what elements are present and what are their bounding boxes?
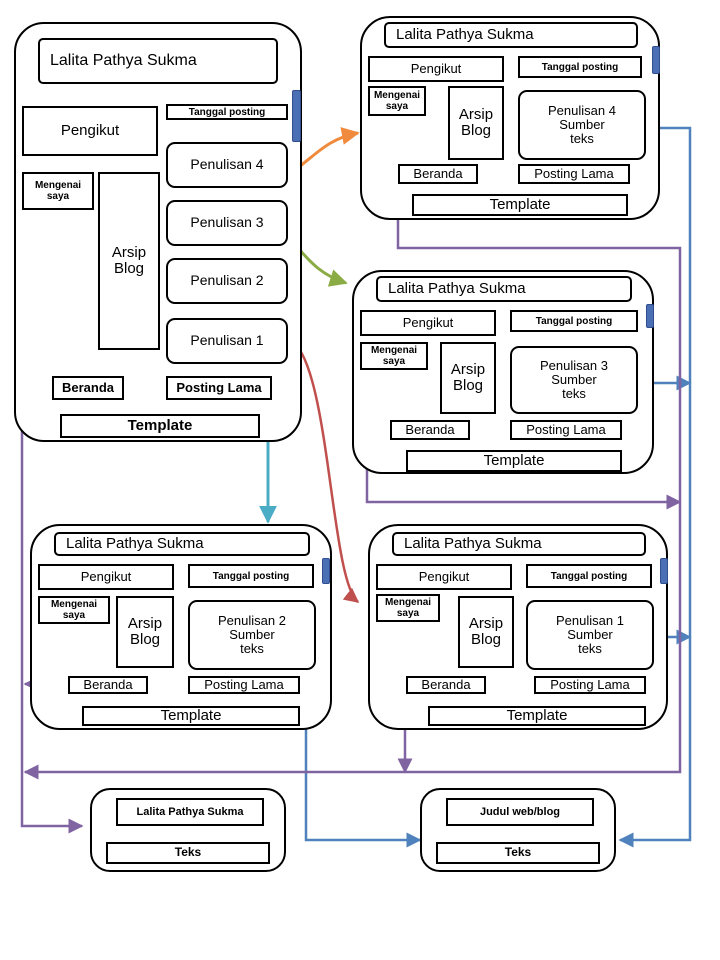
post-title: Penulisan 4 [548,102,616,118]
scrollbar[interactable] [652,46,660,74]
scrollbar[interactable] [292,90,301,142]
older-posts-button[interactable]: Posting Lama [510,420,622,440]
template-box: Template [406,450,622,472]
source-text: Sumber teks [559,116,605,147]
post-date-box: Tanggal posting [188,564,314,588]
home-page-text: Teks [106,842,270,864]
about-box: Mengenai saya [22,172,94,210]
about-box: Mengenai saya [360,342,428,370]
post-source-box[interactable]: Penulisan 4 Sumber teks [518,90,646,160]
post-4[interactable]: Penulisan 4 [166,142,288,188]
older-posts-button[interactable]: Posting Lama [518,164,630,184]
post-3[interactable]: Penulisan 3 [166,200,288,246]
post-2[interactable]: Penulisan 2 [166,258,288,304]
post-date-box: Tanggal posting [510,310,638,332]
post4-page-frame: Lalita Pathya Sukma Pengikut Tanggal pos… [360,16,660,220]
followers-box: Pengikut [22,106,158,156]
blog-title[interactable]: Lalita Pathya Sukma [54,532,310,556]
followers-box: Pengikut [360,310,496,336]
about-box: Mengenai saya [376,594,440,622]
followers-box: Pengikut [38,564,174,590]
blue-source-line [602,126,692,848]
post-date-box: Tanggal posting [518,56,642,78]
site-page-frame: Judul web/blog Teks [420,788,616,872]
template-box: Template [60,414,260,438]
scrollbar[interactable] [322,558,330,584]
home-button[interactable]: Beranda [52,376,124,400]
post-source-box[interactable]: Penulisan 3 Sumber teks [510,346,638,414]
post1-page-frame: Lalita Pathya Sukma Pengikut Tanggal pos… [368,524,668,730]
archive-box: Arsip Blog [440,342,496,414]
archive-box: Arsip Blog [98,172,160,350]
template-box: Template [428,706,646,726]
home-button[interactable]: Beranda [406,676,486,694]
followers-box: Pengikut [376,564,512,590]
blog-title[interactable]: Lalita Pathya Sukma [38,38,278,84]
post2-page-frame: Lalita Pathya Sukma Pengikut Tanggal pos… [30,524,332,730]
older-posts-button[interactable]: Posting Lama [166,376,272,400]
post-source-box[interactable]: Penulisan 2 Sumber teks [188,600,316,670]
post-date-box: Tanggal posting [166,104,288,120]
source-text: Sumber teks [551,371,597,402]
blog-title[interactable]: Lalita Pathya Sukma [392,532,646,556]
template-box: Template [82,706,300,726]
about-box: Mengenai saya [368,86,426,116]
older-posts-button[interactable]: Posting Lama [534,676,646,694]
blog-title[interactable]: Lalita Pathya Sukma [376,276,632,302]
post-title: Penulisan 1 [556,612,624,628]
about-box: Mengenai saya [38,596,110,624]
archive-box: Arsip Blog [116,596,174,668]
archive-box: Arsip Blog [448,86,504,160]
template-box: Template [412,194,628,216]
home-button[interactable]: Beranda [398,164,478,184]
older-posts-button[interactable]: Posting Lama [188,676,300,694]
scrollbar[interactable] [646,304,654,328]
blog-title[interactable]: Lalita Pathya Sukma [384,22,638,48]
post3-page-frame: Lalita Pathya Sukma Pengikut Tanggal pos… [352,270,654,474]
archive-box: Arsip Blog [458,596,514,668]
post-title: Penulisan 2 [218,612,286,628]
scrollbar[interactable] [660,558,668,584]
source-text: Sumber teks [229,626,275,657]
main-blog-frame: Lalita Pathya Sukma Pengikut Tanggal pos… [14,22,302,442]
post-date-box: Tanggal posting [526,564,652,588]
home-page-title[interactable]: Lalita Pathya Sukma [116,798,264,826]
home-button[interactable]: Beranda [390,420,470,440]
site-page-title[interactable]: Judul web/blog [446,798,594,826]
home-button[interactable]: Beranda [68,676,148,694]
post-title: Penulisan 3 [540,357,608,373]
post-source-box[interactable]: Penulisan 1 Sumber teks [526,600,654,670]
home-page-frame: Lalita Pathya Sukma Teks [90,788,286,872]
followers-box: Pengikut [368,56,504,82]
post-1[interactable]: Penulisan 1 [166,318,288,364]
site-page-text: Teks [436,842,600,864]
source-text: Sumber teks [567,626,613,657]
